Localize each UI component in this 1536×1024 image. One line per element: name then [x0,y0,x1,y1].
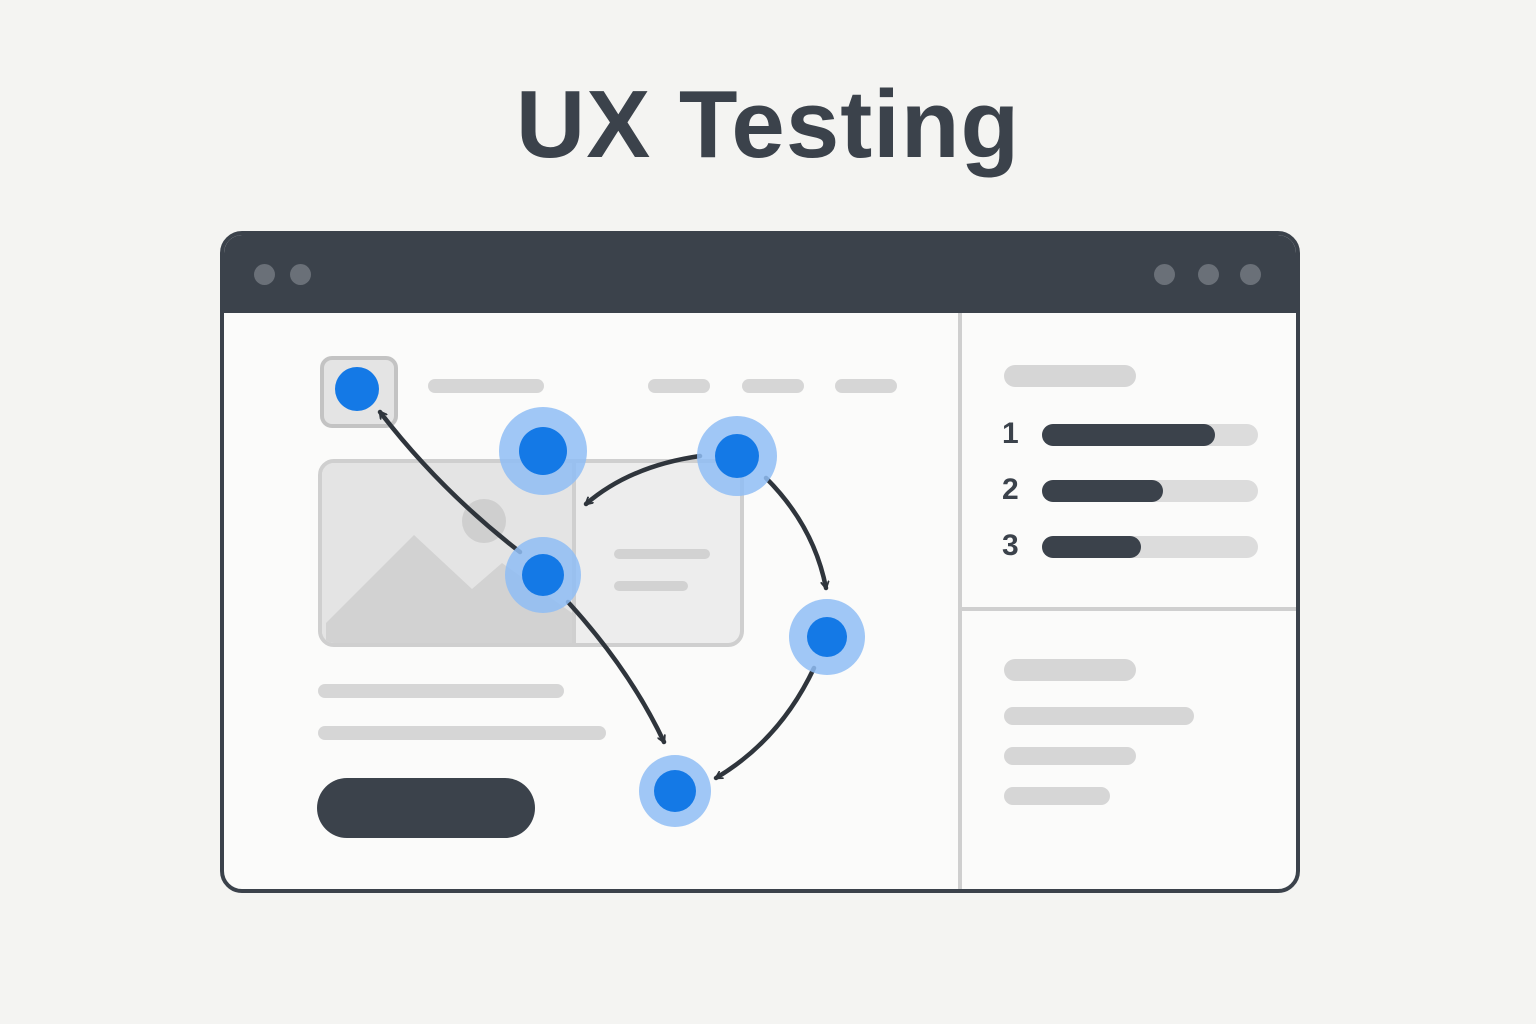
sidebar-divider [958,313,962,889]
ranking-label: 2 [1002,473,1019,506]
nav-link-placeholder[interactable] [835,379,897,393]
ranking-row: 2 [1002,473,1262,506]
content-card[interactable] [318,459,744,647]
ranking-label: 3 [1002,529,1019,562]
page-title: UX Testing [515,71,1021,178]
ranking-row: 1 [1002,417,1262,450]
window-titlebar [224,235,1296,313]
sidebar-text-placeholder [1004,787,1110,805]
ranking-bar-track [1042,480,1258,502]
ranking-bar-fill [1042,536,1142,558]
sidebar-text-placeholder [1004,747,1136,765]
window-control-dot[interactable] [1240,264,1261,285]
ranking-row: 3 [1002,529,1262,562]
ranking-bar-track [1042,424,1258,446]
browser-window: 1 2 3 [220,231,1300,893]
card-text-placeholder [614,581,688,591]
image-placeholder [322,463,576,643]
sidebar-text-placeholder [1004,707,1194,725]
ranking-label: 1 [1002,417,1019,450]
image-icon [326,499,572,643]
ranking-bar-track [1042,536,1258,558]
window-control-dot[interactable] [1154,264,1175,285]
logo-placeholder[interactable] [320,356,398,428]
sidebar-text-placeholder [1004,659,1136,681]
ranking-bar-fill [1042,480,1163,502]
sidebar-section-divider [962,607,1296,611]
nav-link-placeholder[interactable] [742,379,804,393]
window-control-dot[interactable] [1198,264,1219,285]
text-line-placeholder [318,684,564,698]
text-line-placeholder [318,726,606,740]
nav-link-placeholder[interactable] [648,379,710,393]
card-text-placeholder [614,549,710,559]
brand-text-placeholder [428,379,544,393]
window-control-dot[interactable] [254,264,275,285]
cta-button[interactable] [317,778,535,838]
window-control-dot[interactable] [290,264,311,285]
ranking-bar-fill [1042,424,1215,446]
sidebar-heading-placeholder [1004,365,1136,387]
